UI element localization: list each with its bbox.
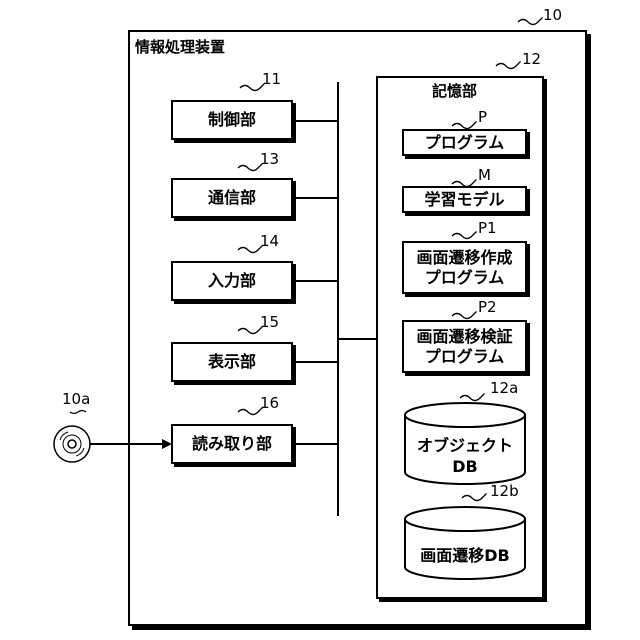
medium-ref: 10a [62, 392, 90, 407]
